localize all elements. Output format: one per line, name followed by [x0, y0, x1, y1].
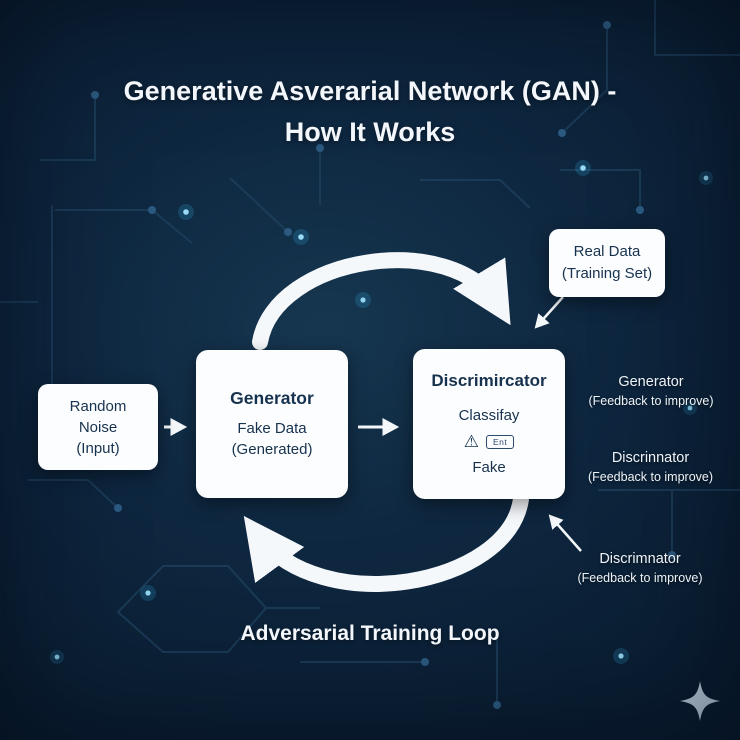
discriminator-title: Discrimircator	[431, 371, 547, 390]
discriminator-feedback-annotation-bottom: Discrimnator (Feedback to improve)	[550, 549, 730, 587]
node-discriminator: Discrimircator Classifay ⚠ Ent Fake	[413, 349, 565, 499]
circuit-lines	[0, 0, 740, 705]
discriminator-fake-label: Fake	[472, 459, 506, 476]
discriminator-feedback-bottom-sub: (Feedback to improve)	[577, 571, 703, 585]
discriminator-feedback-bottom-title: Discrimnator	[599, 551, 681, 567]
discriminator-icon-row: ⚠ Ent	[464, 433, 515, 451]
generator-sub-2: (Generated)	[231, 441, 313, 458]
training-loop-top-arc	[252, 252, 511, 350]
random-noise-line-3: (Input)	[76, 439, 120, 457]
discriminator-feedback-annotation-right: Discrinnator (Feedback to improve)	[563, 448, 738, 486]
node-real-data: Real Data (Training Set)	[549, 229, 665, 297]
glow-dots	[50, 160, 713, 664]
title-line-1: Generative Asverarial Network (GAN) -	[123, 76, 617, 106]
generator-sub-1: Fake Data	[237, 420, 307, 437]
realdata-to-discriminator-arrow	[534, 296, 564, 329]
discriminator-classify-label: Classifay	[458, 407, 520, 424]
generator-feedback-annotation: Generator (Feedback to improve)	[566, 372, 736, 410]
node-generator: Generator Fake Data (Generated)	[196, 350, 348, 498]
generator-feedback-sub: (Feedback to improve)	[588, 394, 714, 408]
real-data-line-1: Real Data	[573, 243, 641, 260]
page-title: Generative Asverarial Network (GAN) - Ho…	[0, 71, 740, 153]
discriminator-feedback-right-sub: (Feedback to improve)	[587, 470, 714, 484]
adversarial-training-loop-label: Adversarial Training Loop	[240, 622, 500, 645]
random-noise-line-2: Noise	[78, 418, 118, 436]
discriminator-feedback-right-title: Discrinnator	[611, 450, 690, 466]
circuit-nodes	[48, 21, 676, 709]
generator-feedback-title: Generator	[618, 374, 684, 390]
feedback-to-discriminator-arrow	[548, 514, 582, 552]
enter-key-badge: Ent	[485, 435, 515, 449]
random-noise-line-1: Random	[69, 397, 127, 415]
title-line-2: How It Works	[284, 117, 456, 147]
sparkle-icon	[680, 681, 720, 721]
real-data-line-2: (Training Set)	[561, 265, 653, 282]
training-loop-bottom-arc	[243, 491, 529, 592]
warning-icon: ⚠	[463, 432, 479, 452]
generator-title: Generator	[230, 388, 314, 408]
node-random-noise: Random Noise (Input)	[38, 384, 158, 470]
